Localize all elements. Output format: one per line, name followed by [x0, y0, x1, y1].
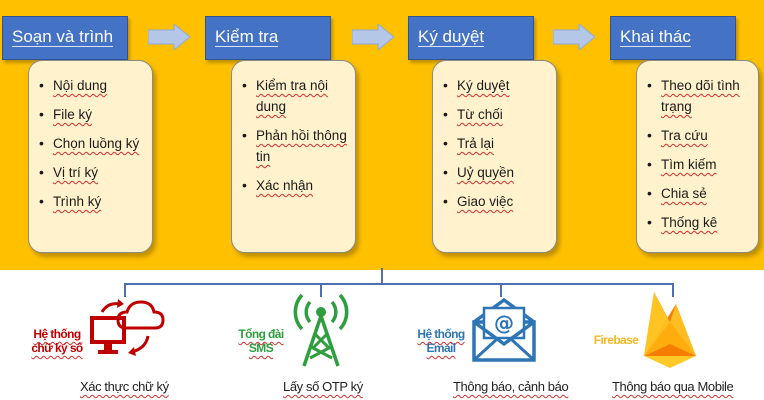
step-title: Khai thác — [620, 27, 691, 47]
service-caption-firebase: Thông báo qua Mobile — [612, 379, 734, 394]
service-caption-chu-ky-so: Xác thực chữ ký — [80, 379, 169, 394]
list-item: Nội dung — [37, 75, 144, 96]
list-item: Xác nhận — [240, 175, 347, 196]
arrow-right-icon — [553, 24, 595, 50]
list-item: Chọn luồng ký — [37, 133, 144, 154]
list-item: Tra cứu — [645, 125, 750, 146]
list-item: Chia sẻ — [645, 183, 750, 204]
step-header-kiem-tra: Kiểm tra — [205, 16, 331, 60]
list-item: Phản hồi thông tin — [240, 125, 347, 167]
list-item: Uỷ quyền — [441, 162, 548, 183]
computer-cloud-sync-icon — [90, 299, 165, 356]
list-item: Trình ký — [37, 191, 144, 212]
list-item: Giao việc — [441, 191, 548, 212]
list-item: Từ chối — [441, 104, 548, 125]
list-item: Tìm kiếm — [645, 154, 750, 175]
connector-trunk — [381, 268, 383, 284]
list-item: Theo dõi tình trạng — [645, 75, 750, 117]
connector-drop — [500, 283, 502, 297]
step-card-kiem-tra: Kiểm tra nội dung Phản hồi thông tin Xác… — [231, 60, 356, 253]
email-envelope-icon: @ — [472, 297, 536, 362]
step-header-khai-thac: Khai thác — [610, 16, 736, 60]
connector-drop — [124, 283, 126, 297]
connector-drop — [320, 283, 322, 297]
signal-tower-icon — [293, 293, 349, 367]
list-item: Trả lại — [441, 133, 548, 154]
step-title: Ký duyệt — [418, 27, 485, 47]
step-card-khai-thac: Theo dõi tình trạng Tra cứu Tìm kiếm Chi… — [636, 60, 759, 253]
list-item: Thống kê — [645, 212, 750, 233]
service-label-chu-ky-so: Hệ thống chữ ký số — [31, 327, 83, 355]
step-title: Soạn và trình — [12, 27, 114, 47]
svg-text:@: @ — [494, 311, 514, 335]
service-label-tong-dai-sms: Tổng đài SMS — [238, 327, 284, 355]
firebase-flame-icon — [644, 292, 696, 368]
service-label-email: Hệ thống Email — [417, 327, 465, 355]
list-item: Ký duyệt — [441, 75, 548, 96]
service-caption-tong-dai-sms: Lấy số OTP ký — [283, 379, 363, 394]
arrow-right-icon — [148, 24, 190, 50]
step-card-soan-va-trinh: Nội dung File ký Chọn luồng ký Vị trí ký… — [28, 60, 153, 253]
connector-bus — [124, 283, 674, 285]
list-item: Kiểm tra nội dung — [240, 75, 347, 117]
list-item: Vị trí ký — [37, 162, 144, 183]
step-card-ky-duyet: Ký duyệt Từ chối Trả lại Uỷ quyền Giao v… — [432, 60, 557, 253]
step-header-ky-duyet: Ký duyệt — [408, 16, 534, 60]
step-header-soan-va-trinh: Soạn và trình — [2, 16, 128, 60]
service-caption-email: Thông báo, cảnh báo — [453, 379, 569, 394]
connector-drop — [672, 283, 674, 297]
arrow-right-icon — [352, 24, 394, 50]
list-item: File ký — [37, 104, 144, 125]
step-title: Kiểm tra — [215, 27, 279, 47]
service-label-firebase: Firebase — [593, 333, 639, 347]
